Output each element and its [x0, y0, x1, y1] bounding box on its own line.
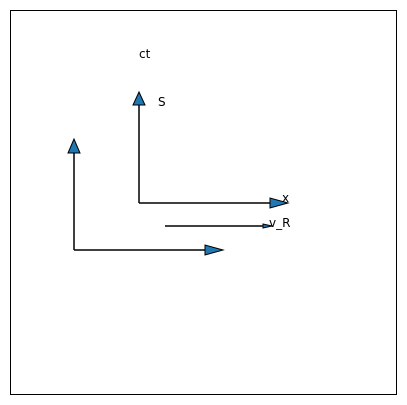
velocity-arrow [165, 223, 273, 229]
ct-label: ct [139, 47, 151, 61]
frame-r-ct-arrowhead [67, 137, 81, 154]
frame-s-ct-arrowhead [132, 90, 146, 106]
frame-s-axes [132, 90, 290, 209]
frame-r-axes [67, 137, 225, 256]
frame-r-x-arrowhead [204, 244, 225, 256]
velocity-label: v_R [269, 216, 290, 230]
velocity-arrowhead [262, 223, 273, 229]
frame-s-x-arrowhead [269, 197, 290, 209]
x-axis-label: x [282, 191, 289, 205]
s-frame-label: S [158, 95, 166, 109]
